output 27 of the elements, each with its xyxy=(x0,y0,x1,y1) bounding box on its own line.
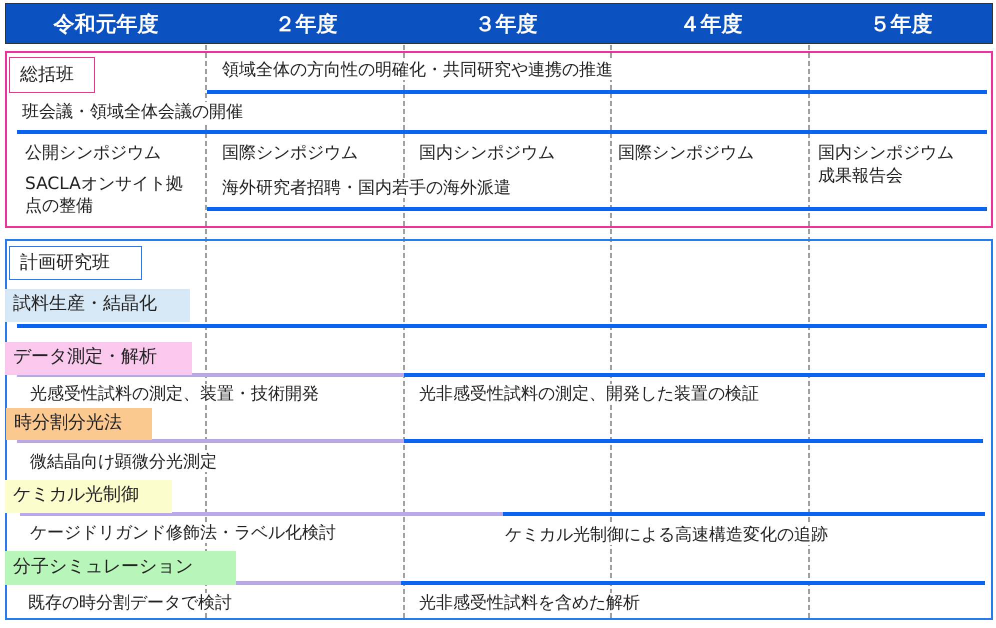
task-label: 光非感受性試料を含めた解析 xyxy=(419,593,640,613)
task-label: ケミカル光制御による高速構造変化の追跡 xyxy=(505,525,828,545)
task-label: 既存の時分割データで検討 xyxy=(28,593,232,613)
task-label: 領域全体の方向性の明確化・共同研究や連携の推進 xyxy=(222,60,613,80)
task-label: 国際シンポジウム xyxy=(618,143,754,163)
category-band: 分子シミュレーション xyxy=(5,551,236,585)
category-band: 時分割分光法 xyxy=(6,408,152,440)
group-panel xyxy=(5,51,993,228)
category-band: ケミカル光制御 xyxy=(5,480,172,513)
task-label: 微結晶向け顕微分光測定 xyxy=(30,452,217,472)
header-band xyxy=(5,3,993,44)
task-label: 海外研究者招聘・国内若手の海外派遣 xyxy=(222,178,511,198)
task-label: 国内シンポジウム xyxy=(818,143,954,163)
column-header: 令和元年度 xyxy=(54,12,158,36)
task-label: ケージドリガンド修飾法・ラベル化検討 xyxy=(30,523,336,543)
category-band: データ測定・解析 xyxy=(5,342,192,375)
task-label: 光非感受性試料の測定、開発した装置の検証 xyxy=(419,384,759,404)
task-label: 公開シンポジウム xyxy=(25,143,161,163)
group-heading: 総括班 xyxy=(9,57,95,93)
task-label: 国内シンポジウム xyxy=(419,143,555,163)
task-label: 成果報告会 xyxy=(818,166,903,186)
category-band: 試料生産・結晶化 xyxy=(5,289,190,322)
task-label: 国際シンポジウム xyxy=(222,143,358,163)
task-label: SACLAオンサイト拠点の整備 xyxy=(25,173,185,217)
task-label: 班会議・領域全体会議の開催 xyxy=(22,102,243,122)
group-heading: 計画研究班 xyxy=(9,246,142,280)
task-label: 光感受性試料の測定、装置・技術開発 xyxy=(30,384,319,404)
